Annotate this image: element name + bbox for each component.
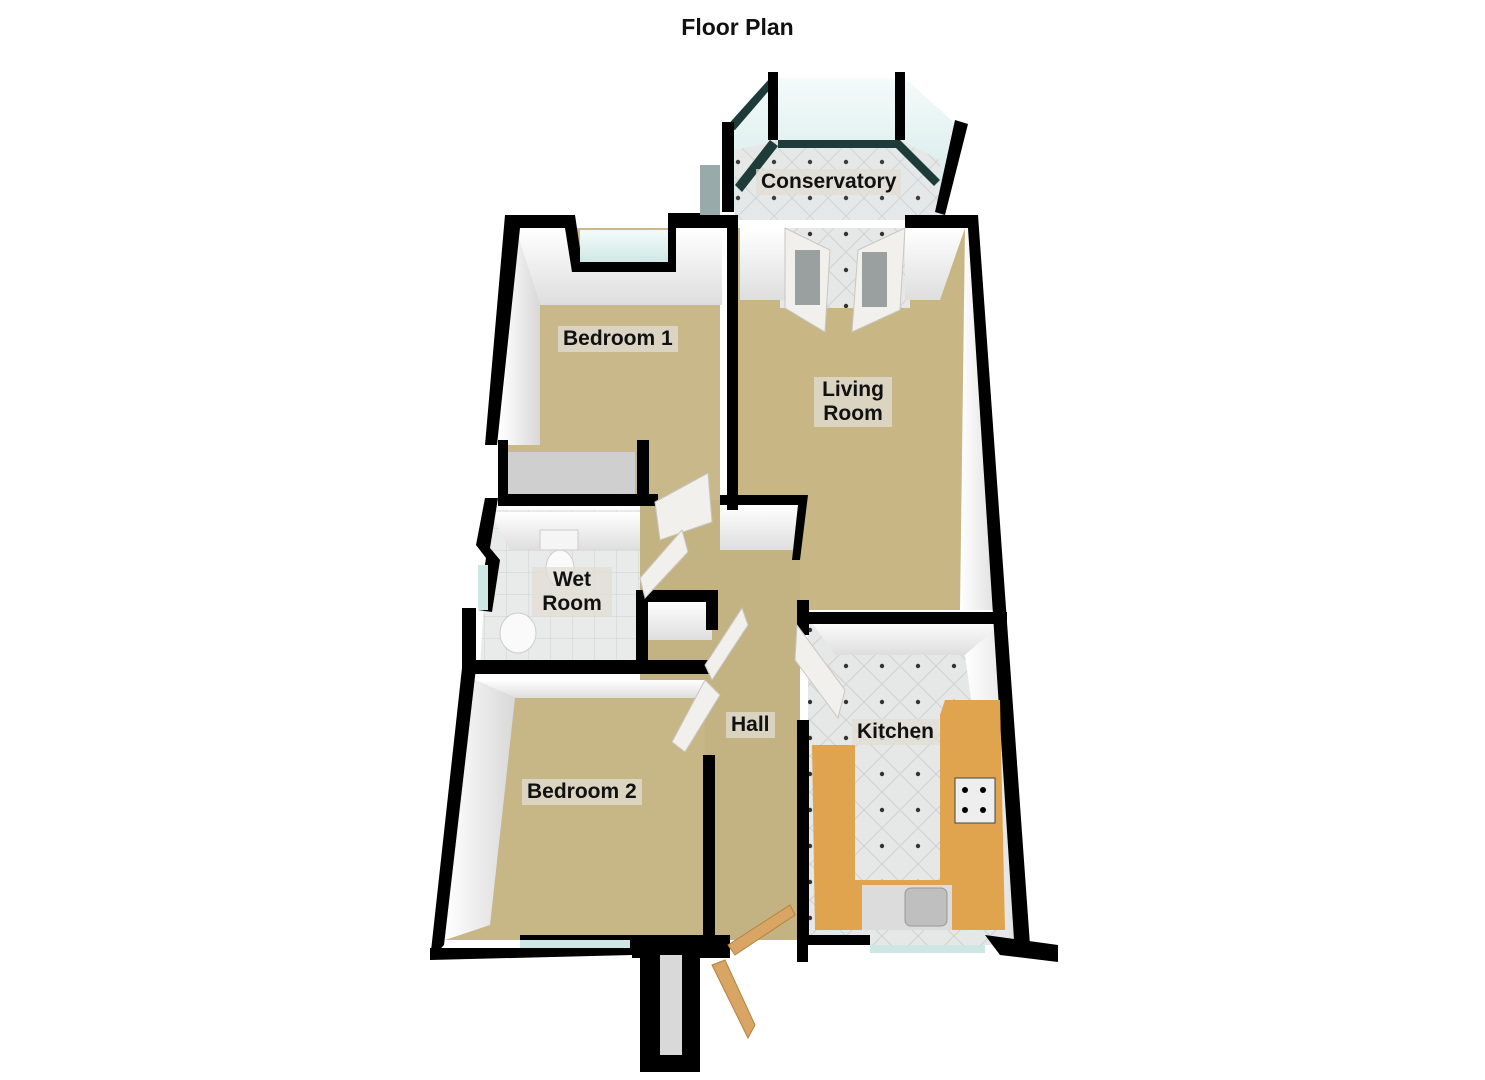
front-door-2	[711, 959, 756, 1040]
room-label-bedroom-1: Bedroom 1	[558, 326, 678, 352]
kitchen-door	[794, 623, 846, 720]
conservatory-side-door	[700, 165, 720, 215]
closet-door	[704, 606, 749, 682]
room-label-wet-room: Wet Room	[532, 567, 612, 617]
room-label-bedroom-2: Bedroom 2	[522, 779, 642, 805]
room-label-living-room: Living Room	[814, 377, 892, 427]
hob-icon	[954, 777, 996, 824]
doors	[639, 227, 906, 1040]
basin-icon	[499, 612, 537, 654]
living-line-1: Living	[822, 378, 884, 401]
front-door-1	[727, 904, 796, 956]
windows	[478, 230, 985, 953]
wetroom-line-2: Room	[542, 592, 602, 615]
page-title: Floor Plan	[681, 14, 794, 40]
bedroom2-door	[671, 679, 721, 753]
room-label-kitchen: Kitchen	[852, 719, 940, 745]
kitchen-units	[812, 700, 1005, 930]
wetroom-line-1: Wet	[552, 568, 592, 591]
sink-icon	[862, 885, 952, 930]
conservatory-area	[700, 72, 968, 220]
living-line-2: Room	[823, 402, 883, 425]
room-label-hall: Hall	[726, 712, 775, 738]
room-label-conservatory: Conservatory	[756, 169, 902, 195]
wetroom-door	[639, 528, 689, 600]
bedroom1-door	[654, 472, 713, 541]
